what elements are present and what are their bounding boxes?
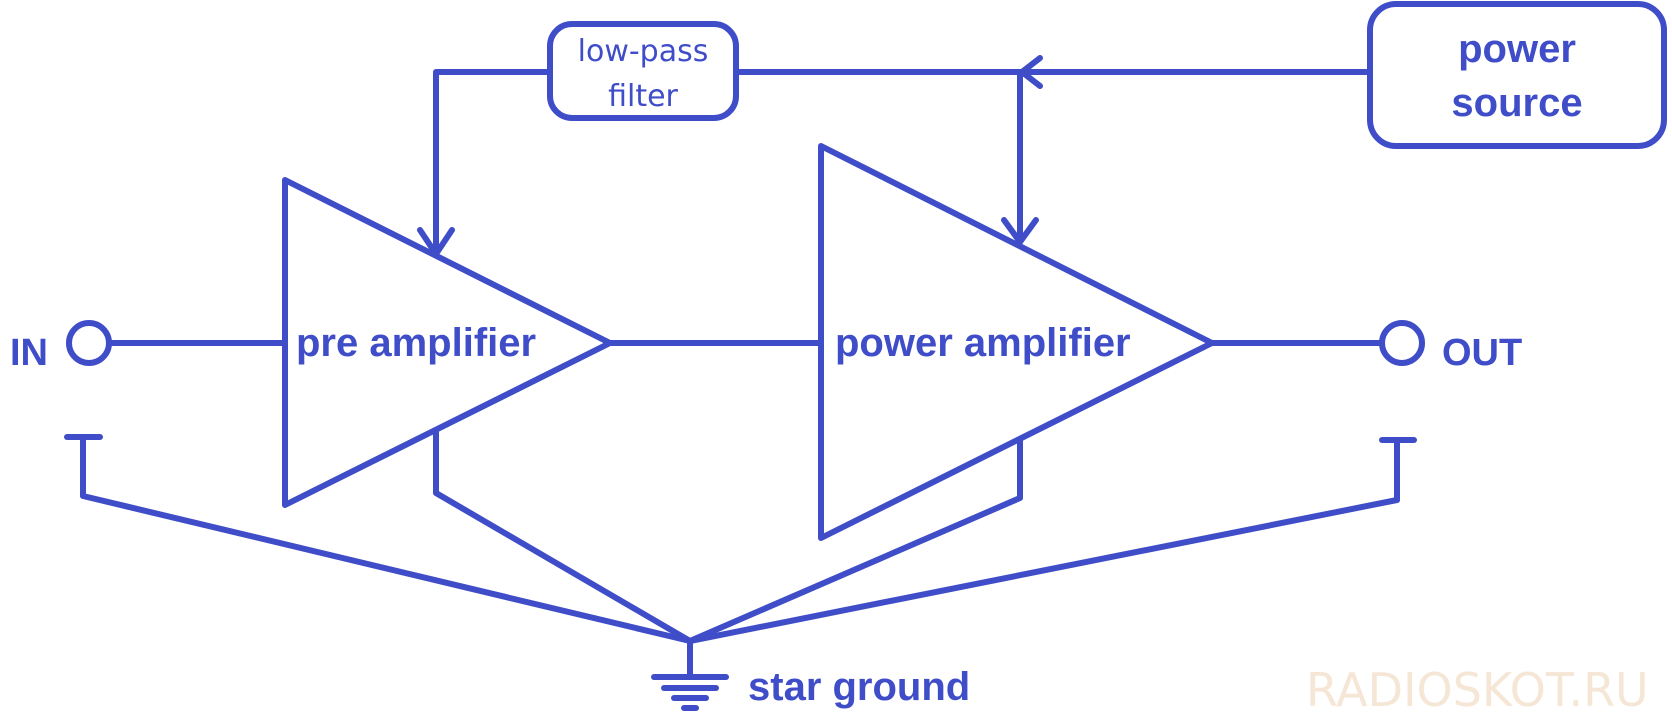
low-pass-filter-label-line1: low-pass (578, 34, 709, 69)
pre-amplifier-block: pre amplifier (282, 177, 613, 508)
ground-return-input-path (80, 434, 693, 644)
supply-line-pre-amp (433, 69, 553, 253)
input-terminal: IN (10, 320, 112, 374)
output-terminal: OUT (1379, 320, 1522, 374)
power-source-block: power source (1367, 1, 1667, 149)
watermark: RADIOSKOT.RU (1306, 663, 1649, 717)
power-source-label-line1: power (1458, 27, 1576, 71)
pre-amplifier-label: pre amplifier (296, 321, 536, 365)
star-ground-icon (651, 638, 729, 711)
input-terminal-label: IN (10, 332, 48, 374)
output-terminal-label: OUT (1442, 332, 1522, 374)
ground-return-power-amp (687, 437, 1023, 644)
power-amplifier-block: power amplifier (818, 143, 1215, 541)
power-amplifier-label: power amplifier (835, 321, 1131, 365)
low-pass-filter-block: low-pass filter (547, 21, 739, 121)
low-pass-filter-label-line2: filter (608, 79, 678, 114)
arrow-head-power-amp (1001, 217, 1039, 245)
ground-return-pre-amp (433, 427, 693, 644)
ground-return-output-path (687, 437, 1400, 644)
star-ground-label: star ground (748, 665, 970, 709)
power-source-label-line2: source (1451, 81, 1582, 125)
